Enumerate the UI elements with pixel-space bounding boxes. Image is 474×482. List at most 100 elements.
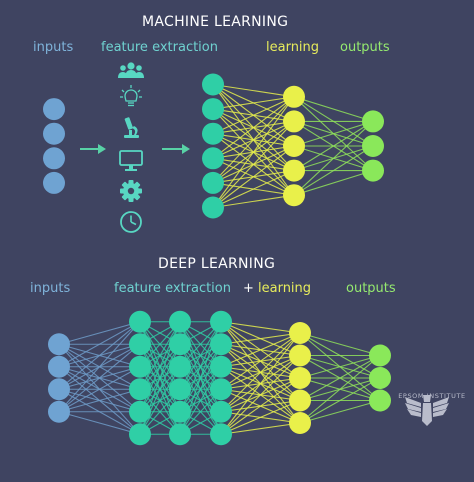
dl-edge <box>220 332 301 413</box>
dl-edge <box>220 321 301 334</box>
dl-layer-3-node-1 <box>169 310 191 333</box>
dl-edge <box>299 354 381 379</box>
ml-layer-3-node-5 <box>283 184 305 207</box>
dl-edge <box>220 377 301 435</box>
ml-edge <box>212 96 295 159</box>
dl-layer-4-node-5 <box>210 400 232 423</box>
dl-layer-3-node-4 <box>169 378 191 401</box>
ml-layer-2-node-4 <box>202 147 224 170</box>
microscope-icon <box>124 117 139 138</box>
dl-edge <box>220 332 301 368</box>
dl-layer-6-node-3 <box>369 389 391 412</box>
lightbulb-icon <box>120 85 142 107</box>
dl-edge <box>58 366 141 413</box>
ml-label-inputs: inputs <box>33 40 74 55</box>
dl-edge <box>220 332 301 435</box>
dl-edge <box>58 321 141 345</box>
ml-layer-3-node-1 <box>283 85 305 108</box>
dl-layer-5-node-3 <box>289 367 311 389</box>
clock-icon <box>120 211 142 233</box>
brand-name: EPSOM INSTITUTE <box>398 392 466 400</box>
dl-layer-2-node-2 <box>129 333 151 356</box>
dl-edge <box>58 343 141 413</box>
dl-layer-5-node-4 <box>289 389 311 412</box>
network-nodes <box>43 73 391 446</box>
ml-label-feature-extraction: feature extraction <box>101 40 218 55</box>
dl-edge <box>58 388 141 413</box>
dl-label-outputs: outputs <box>346 281 396 296</box>
dl-layer-1-node-4 <box>48 400 70 423</box>
ml-layer-2-node-5 <box>202 171 224 194</box>
arrow-inputs-to-features <box>80 144 106 154</box>
ml-layer-3-node-4 <box>283 159 305 182</box>
dl-edge <box>179 366 222 435</box>
ml-layer-2-node-2 <box>202 98 224 121</box>
dl-layer-1-node-2 <box>48 355 70 378</box>
dl-edge <box>299 332 381 357</box>
ml-label-learning: learning <box>266 40 320 55</box>
dl-layer-6-node-1 <box>369 344 391 367</box>
dl-edge <box>179 321 222 390</box>
ml-edge <box>293 120 374 147</box>
dl-edge <box>299 399 381 424</box>
ml-layer-1-node-2 <box>43 122 65 145</box>
ml-edge <box>212 194 295 209</box>
dl-layer-4-node-1 <box>210 310 232 333</box>
dl-edge <box>139 321 181 390</box>
ml-edge <box>212 170 295 209</box>
dl-layer-2-node-3 <box>129 355 151 378</box>
dl-layer-2-node-5 <box>129 400 151 423</box>
ml-edge <box>293 120 374 196</box>
dl-layer-4-node-4 <box>210 378 232 401</box>
dl-layer-3-node-2 <box>169 333 191 356</box>
dl-edge <box>220 422 301 435</box>
dl-edge <box>299 377 381 424</box>
dl-edge <box>220 355 301 435</box>
ml-edge <box>212 96 295 135</box>
arrow-features-to-network <box>162 144 190 154</box>
dl-label-learning: learning <box>258 281 312 296</box>
dl-layer-5-node-5 <box>289 412 311 434</box>
people-icon <box>118 62 144 78</box>
gear-icon <box>120 180 142 202</box>
ml-edge <box>293 145 374 196</box>
ml-edge <box>212 96 295 208</box>
ml-layer-2-node-6 <box>202 196 224 219</box>
dl-layer-2-node-6 <box>129 423 151 446</box>
ml-title: MACHINE LEARNING <box>142 14 289 30</box>
dl-edge <box>220 332 301 345</box>
ml-layer-3-node-3 <box>283 135 305 157</box>
dl-layer-2-node-4 <box>129 378 151 401</box>
dl-layer-1-node-1 <box>48 333 70 356</box>
dl-layer-4-node-2 <box>210 333 232 356</box>
ml-edge <box>293 170 374 196</box>
dl-edge <box>58 411 141 435</box>
ml-edge <box>212 121 295 208</box>
ml-layer-1-node-1 <box>43 98 65 121</box>
dl-layer-3-node-3 <box>169 355 191 378</box>
dl-layer-6-node-2 <box>369 367 391 389</box>
dl-edge <box>220 399 301 435</box>
dl-edge <box>58 321 141 413</box>
dl-label-plus: + <box>243 281 254 296</box>
dl-title: DEEP LEARNING <box>158 256 276 272</box>
dl-layer-5-node-1 <box>289 322 311 344</box>
dl-layer-1-node-3 <box>48 378 70 401</box>
ml-edge <box>212 145 295 208</box>
dl-layer-3-node-6 <box>169 423 191 446</box>
ml-layer-2-node-3 <box>202 122 224 145</box>
dl-label-inputs: inputs <box>30 281 71 296</box>
dl-edge <box>139 366 181 435</box>
eagle-logo <box>405 395 449 426</box>
dl-edge <box>58 321 141 368</box>
monitor-icon <box>119 150 143 171</box>
ml-layer-3-node-2 <box>283 110 305 133</box>
ml-layer-4-node-3 <box>362 159 384 182</box>
ml-layer-4-node-2 <box>362 135 384 157</box>
dl-edge <box>299 355 381 424</box>
ml-layer-2-node-1 <box>202 73 224 96</box>
dl-edge <box>220 332 301 390</box>
ml-label-outputs: outputs <box>340 40 390 55</box>
ml-layer-1-node-4 <box>43 171 65 194</box>
